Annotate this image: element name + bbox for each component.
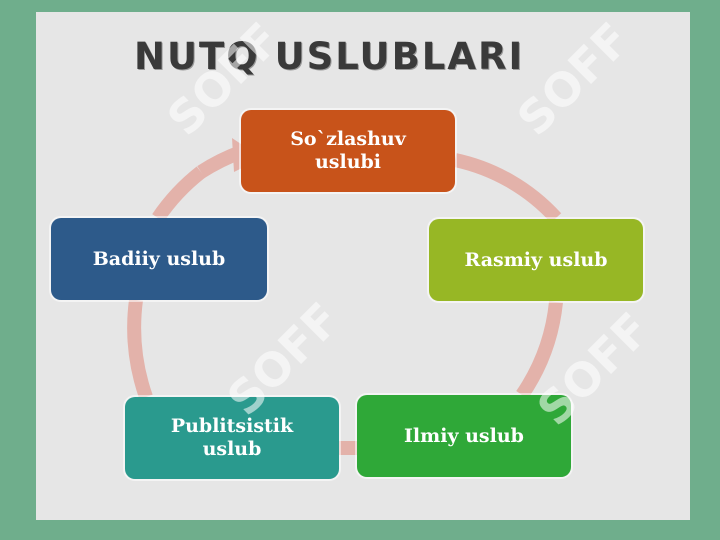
page-title: NUTQ USLUBLARI [134, 35, 525, 78]
box-label: Ilmiy uslub [404, 424, 524, 447]
box-label: Rasmiy uslub [464, 248, 608, 271]
box-ilmiy-uslub: Ilmiy uslub [357, 395, 571, 477]
box-label: So`zlashuv uslubi [290, 128, 406, 173]
slide: NUTQ USLUBLARI So`zlashuv uslubi Rasmiy … [36, 12, 690, 520]
box-label: Publitsistik uslub [170, 415, 294, 460]
box-rasmiy-uslub: Rasmiy uslub [429, 219, 643, 301]
box-publitsistik-uslub: Publitsistik uslub [125, 397, 339, 479]
box-sozlashuv-uslubi: So`zlashuv uslubi [241, 110, 455, 192]
box-badiiy-uslub: Badiiy uslub [51, 218, 267, 300]
cycle-arrows [127, 138, 563, 455]
box-label: Badiiy uslub [92, 247, 226, 270]
